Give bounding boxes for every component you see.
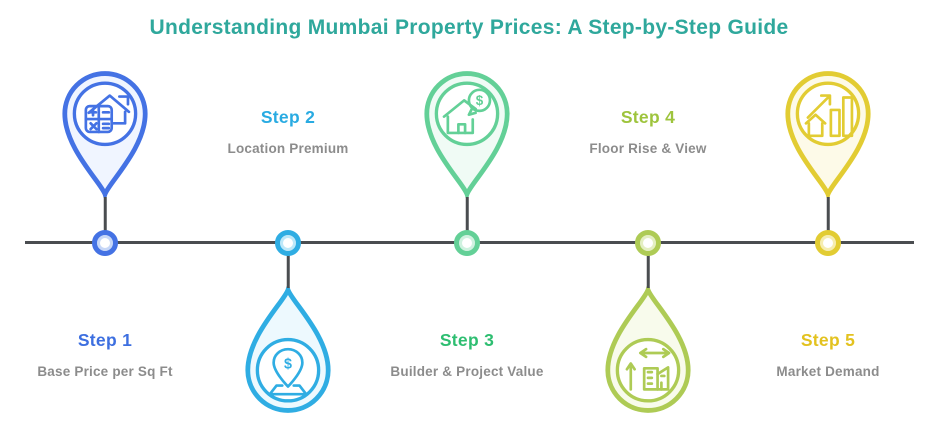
building-measure-icon	[625, 347, 671, 391]
step-4-sublabel: Floor Rise & View	[589, 141, 707, 156]
step-1-label: Step 1	[77, 330, 133, 350]
svg-text:$: $	[476, 93, 484, 108]
step-1-sublabel: Base Price per Sq Ft	[37, 364, 173, 379]
step-1-stem	[103, 197, 107, 231]
step-3-stem	[465, 197, 469, 231]
step-4-timeline-marker	[635, 230, 661, 256]
step-2-pin: $	[245, 286, 331, 413]
house-calculator-icon	[84, 94, 131, 134]
step-5-timeline-marker	[815, 230, 841, 256]
house-dollar-icon: $	[442, 88, 492, 135]
step-4-pin	[605, 286, 691, 413]
step-2-stem	[286, 255, 290, 288]
step-4-label: Step 4	[620, 107, 676, 127]
step-1-pin	[62, 71, 148, 198]
page-title: Understanding Mumbai Property Prices: A …	[149, 16, 789, 39]
step-2-sublabel: Location Premium	[227, 141, 349, 156]
step-2-group: $ Step 2 Location Premium	[188, 0, 388, 425]
step-5-sublabel: Market Demand	[776, 364, 880, 379]
step-3-group: $ Step 3 Builder & Project Value	[367, 0, 567, 425]
step-2-timeline-marker	[275, 230, 301, 256]
location-pin-dollar-icon: $	[268, 347, 308, 396]
step-5-pin	[785, 71, 871, 198]
step-1-group: Step 1 Base Price per Sq Ft	[5, 0, 205, 425]
step-5-group: Step 5 Market Demand	[728, 0, 928, 425]
step-5-stem	[826, 197, 830, 231]
svg-text:$: $	[284, 356, 292, 372]
growth-chart-icon	[804, 94, 854, 138]
step-2-label: Step 2	[260, 107, 316, 127]
step-3-label: Step 3	[439, 330, 495, 350]
step-4-group: Step 4 Floor Rise & View	[548, 0, 748, 425]
step-3-timeline-marker	[454, 230, 480, 256]
step-4-stem	[646, 255, 650, 288]
step-1-timeline-marker	[92, 230, 118, 256]
step-3-pin: $	[424, 71, 510, 198]
step-3-sublabel: Builder & Project Value	[390, 364, 544, 379]
step-5-label: Step 5	[800, 330, 856, 350]
